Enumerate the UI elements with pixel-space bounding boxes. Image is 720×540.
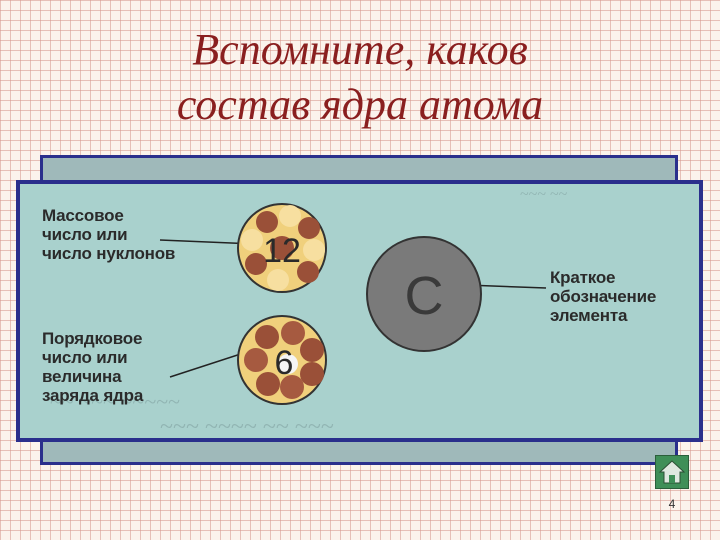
symbol-label-line: элемента — [550, 306, 628, 325]
symbol-label-line: Краткое — [550, 268, 616, 287]
atomic-number: 6 — [275, 344, 294, 382]
ghost-text: ~~~ ~~ — [520, 186, 568, 203]
charge-nucleus: 6 — [237, 315, 327, 405]
mass-label-line: число нуклонов — [42, 244, 176, 263]
nucleon-cluster — [241, 205, 325, 291]
title-line-1: Вспомните, каков — [192, 25, 528, 74]
element-symbol: C — [405, 266, 444, 326]
order-label-line: величина — [42, 367, 122, 386]
order-label-line: заряда ядра — [42, 386, 144, 405]
symbol-label-line: обозначение — [550, 287, 657, 306]
element-symbol-label: Краткое обозначение элемента — [550, 268, 656, 325]
mass-number-label: Массовое число или число нуклонов — [42, 206, 175, 263]
title-line-2: состав ядра атома — [176, 80, 544, 129]
page-number: 4 — [668, 497, 676, 511]
ghost-text: ~~~ ~~~~ ~~ ~~~ — [160, 414, 334, 440]
atomic-number-label: Порядковое число или величина заряда ядр… — [42, 329, 143, 405]
order-label-line: Порядковое — [42, 329, 143, 348]
atom-diagram-panel: ~~~ ~~ ~~ ~~~ ~~~~~ ~~~ ~~~~ ~~ ~~~ 12 — [16, 180, 703, 442]
mass-label-line: Массовое — [42, 206, 124, 225]
proton-cluster — [244, 321, 324, 399]
element-circle: C — [366, 236, 482, 352]
mass-number: 12 — [263, 232, 301, 270]
atom-diagram: 12 6 C — [159, 203, 547, 405]
mass-label-line: число или — [42, 225, 128, 244]
slide-title: Вспомните, каков состав ядра атома — [0, 22, 720, 132]
home-button[interactable] — [655, 455, 689, 489]
mass-nucleus: 12 — [237, 203, 327, 293]
ghost-text: ~~ ~~~ ~~~~~ — [50, 389, 181, 414]
order-label-line: число или — [42, 348, 128, 367]
home-icon — [658, 460, 686, 484]
